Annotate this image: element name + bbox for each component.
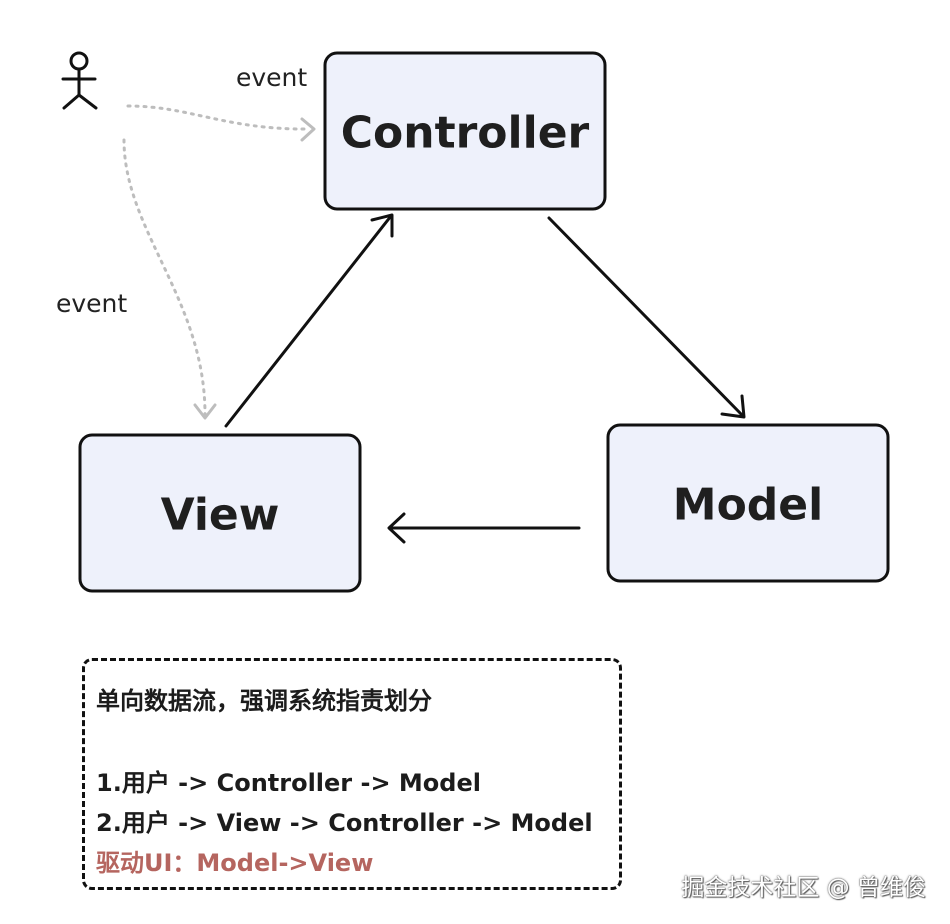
note-flow-2: 2.用户 -> View -> Controller -> Model [96, 809, 593, 837]
event-arrow-to-view [122, 138, 207, 416]
event-arrow-to-controller [126, 104, 312, 131]
event-label-controller: event [236, 63, 307, 92]
watermark: 掘金技术社区 @ 曾维俊 [681, 875, 926, 901]
controller-label: Controller [341, 108, 590, 159]
event-arrowhead-controller [300, 117, 316, 142]
event-label-view: event [56, 289, 127, 318]
description-note: 单向数据流，强调系统指责划分 1.用户 -> Controller -> Mod… [82, 658, 622, 890]
view-node: View [78, 433, 362, 593]
user-actor-icon [61, 51, 98, 110]
arrow-model-to-view [387, 512, 581, 544]
note-title: 单向数据流，强调系统指责划分 [96, 687, 432, 715]
model-label: Model [673, 480, 823, 531]
note-driver: 驱动UI：Model->View [96, 849, 374, 877]
model-node: Model [606, 423, 890, 583]
controller-node: Controller [323, 51, 607, 211]
arrow-controller-to-model [547, 216, 746, 419]
note-spacer [96, 721, 619, 763]
note-flow-1: 1.用户 -> Controller -> Model [96, 769, 481, 797]
arrow-view-to-controller [224, 213, 394, 428]
event-arrowhead-view [193, 403, 217, 420]
view-label: View [161, 490, 280, 541]
